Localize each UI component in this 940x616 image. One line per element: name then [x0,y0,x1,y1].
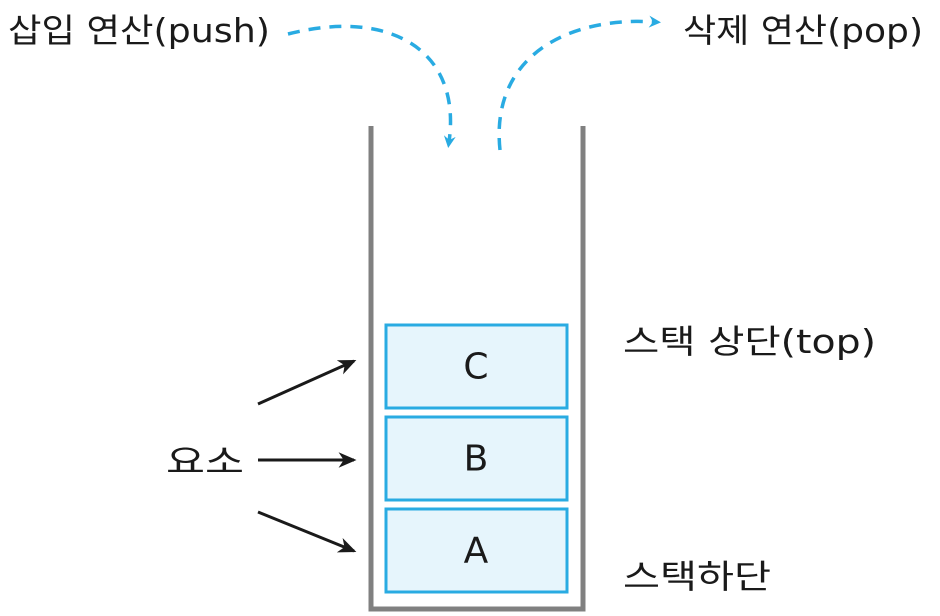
stack-cell-a: A [384,507,569,594]
stack-cell-a-label: A [464,531,489,572]
stack-cell-b-box [384,415,569,502]
pop-arrow [497,15,661,151]
element-arrow-top [257,359,357,406]
push-label: 삽입 연산(push) [8,11,270,50]
pop-label: 삭제 연산(pop) [683,11,923,50]
stack-container [368,126,586,612]
stack-bottom-label: 스택하단 [623,557,771,596]
stack-cell-b-label: B [464,439,489,480]
stack-cell-c-box [384,323,569,410]
element-arrow-bottom [257,510,357,553]
stack-cell-c: C [384,323,569,410]
stack-cell-b: B [384,415,569,502]
stack-cell-a-box [384,507,569,594]
element-label: 요소 [166,442,244,481]
stack-cell-c-label: C [463,347,488,388]
stack-top-label: 스택 상단(top) [623,322,876,361]
push-arrow [287,24,456,148]
